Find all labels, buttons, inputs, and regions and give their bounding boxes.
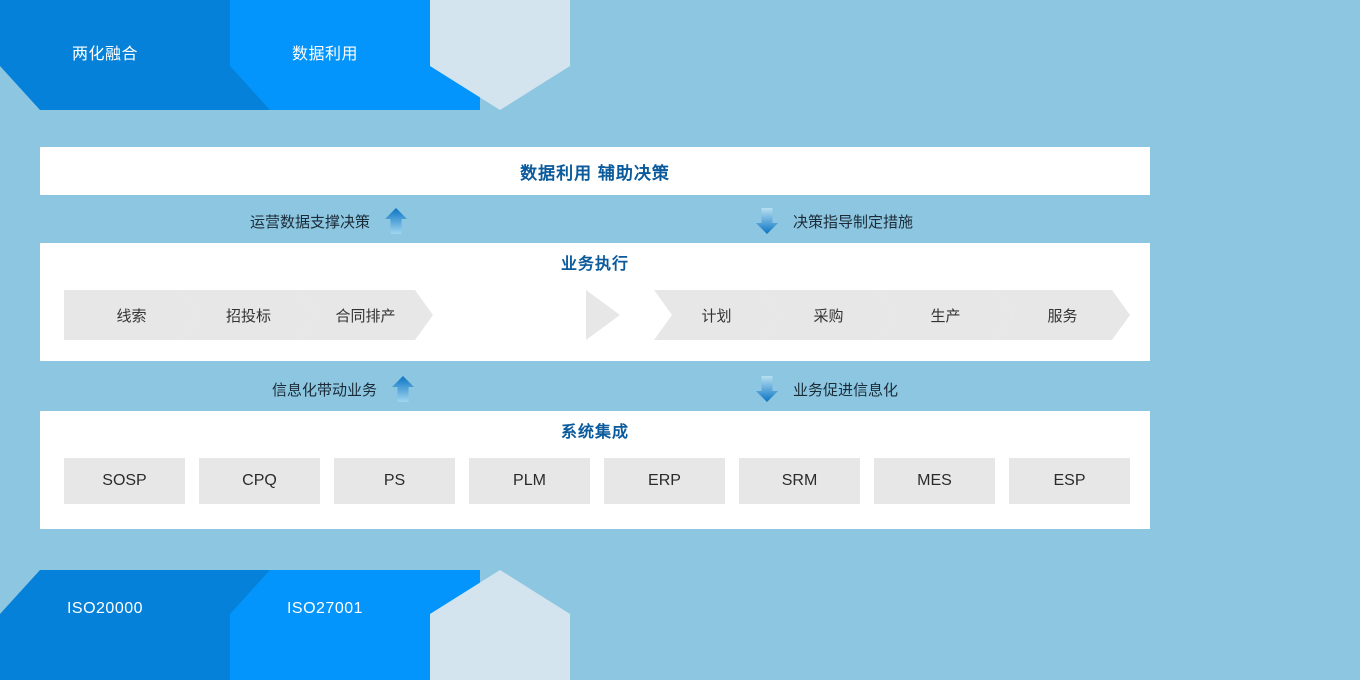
system-box-srm-label: SRM bbox=[781, 472, 818, 489]
system-box-plm[interactable]: PLM bbox=[469, 458, 590, 504]
relation-upper-left-label: 运营数据支撑决策 bbox=[250, 213, 371, 231]
system-box-cpq[interactable]: CPQ bbox=[199, 458, 320, 504]
systems-panel-heading: 系统集成 bbox=[560, 424, 629, 441]
system-list: SOSP CPQ PS PLM ERP SRM MES ESP bbox=[64, 458, 1130, 504]
business-execution-panel: 业务执行 线索 招投标 合同排产 计划 采购 生产 服务 bbox=[40, 243, 1150, 361]
system-box-mes-label: MES bbox=[917, 472, 952, 489]
system-box-erp-label: ERP bbox=[648, 472, 681, 489]
page-title: 数据利用 辅助决策 bbox=[520, 163, 670, 183]
arrow-up-icon bbox=[392, 376, 415, 402]
system-box-mes[interactable]: MES bbox=[874, 458, 995, 504]
system-box-esp[interactable]: ESP bbox=[1009, 458, 1130, 504]
step-zhaotoubiao-label: 招投标 bbox=[225, 307, 271, 325]
system-box-ps[interactable]: PS bbox=[334, 458, 455, 504]
relation-lower-left-label: 信息化带动业务 bbox=[272, 381, 378, 399]
step-jihua[interactable]: 计划 bbox=[654, 290, 779, 340]
bottom-banner-label-1: ISO20000 bbox=[66, 600, 144, 617]
bottom-banner-label-2: ISO27001 bbox=[286, 600, 364, 617]
relation-lower-right-label: 业务促进信息化 bbox=[793, 381, 899, 399]
step-shengchan-label: 生产 bbox=[930, 307, 961, 325]
step-fuwu-label: 服务 bbox=[1047, 307, 1078, 325]
business-panel-heading: 业务执行 bbox=[560, 256, 629, 273]
business-steps-left: 线索 招投标 合同排产 bbox=[64, 290, 415, 340]
step-hetongpaichan[interactable]: 合同排产 bbox=[298, 290, 433, 340]
system-box-esp-label: ESP bbox=[1053, 472, 1086, 489]
relations-row-lower: 信息化带动业务 业务促进信息化 bbox=[40, 370, 1150, 408]
top-banner-label-2: 数据利用 bbox=[291, 46, 358, 63]
system-box-plm-label: PLM bbox=[513, 472, 546, 489]
bottom-banner: ISO20000 ISO27001 bbox=[0, 570, 570, 680]
system-integration-panel: 系统集成 SOSP CPQ PS PLM ERP SRM MES ESP bbox=[40, 411, 1150, 529]
system-box-ps-label: PS bbox=[383, 472, 406, 489]
relation-lower-left: 信息化带动业务 bbox=[272, 374, 415, 404]
step-caigou-label: 采购 bbox=[813, 307, 844, 325]
title-panel: 数据利用 辅助决策 bbox=[40, 147, 1150, 195]
step-shengchan[interactable]: 生产 bbox=[878, 290, 1013, 340]
step-caigou[interactable]: 采购 bbox=[761, 290, 896, 340]
step-hetongpaichan-label: 合同排产 bbox=[335, 307, 396, 325]
top-banner-label-1: 两化融合 bbox=[71, 46, 138, 63]
arrow-down-icon bbox=[756, 376, 778, 402]
arrow-down-icon bbox=[756, 208, 778, 234]
step-jihua-label: 计划 bbox=[701, 307, 732, 325]
relations-row-upper: 运营数据支撑决策 决策指导制定措施 bbox=[40, 202, 1150, 240]
relation-upper-left: 运营数据支撑决策 bbox=[250, 206, 408, 236]
top-banner-segment-1[interactable]: 两化融合 bbox=[0, 0, 270, 110]
business-steps-right: 计划 采购 生产 服务 bbox=[586, 290, 1112, 340]
bottom-banner-segment-1[interactable]: ISO20000 bbox=[0, 570, 270, 680]
relation-upper-right: 决策指导制定措施 bbox=[755, 206, 913, 236]
system-box-cpq-label: CPQ bbox=[242, 472, 277, 489]
system-box-srm[interactable]: SRM bbox=[739, 458, 860, 504]
step-xiansuo-label: 线索 bbox=[116, 307, 147, 325]
arrow-up-icon bbox=[385, 208, 408, 234]
top-banner: 两化融合 数据利用 bbox=[0, 0, 570, 110]
relation-upper-right-label: 决策指导制定措施 bbox=[793, 213, 914, 231]
relation-lower-right: 业务促进信息化 bbox=[755, 374, 898, 404]
system-box-sosp[interactable]: SOSP bbox=[64, 458, 185, 504]
system-box-erp[interactable]: ERP bbox=[604, 458, 725, 504]
system-box-sosp-label: SOSP bbox=[102, 472, 147, 489]
step-fuwu[interactable]: 服务 bbox=[995, 290, 1130, 340]
step-xiansuo[interactable]: 线索 bbox=[64, 290, 199, 340]
step-zhaotoubiao[interactable]: 招投标 bbox=[181, 290, 316, 340]
steps-leading-arrowhead-icon bbox=[586, 290, 620, 340]
